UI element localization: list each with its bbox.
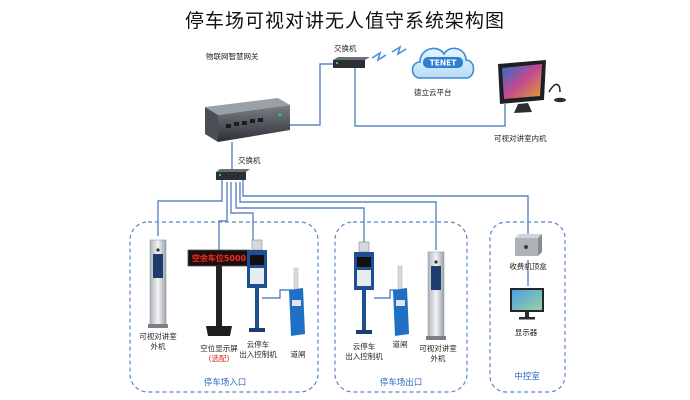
toll-box-device-icon xyxy=(515,234,542,256)
zone-control-room-label: 中控室 xyxy=(514,372,540,382)
zone-exit-label: 停车场出口 xyxy=(379,378,423,388)
exit-controller-label: 云停车 出入控制机 xyxy=(342,342,386,362)
link-gateway-switch-top xyxy=(262,63,333,126)
link-indoor-switch-top xyxy=(354,64,506,127)
exit-intercom-label-line2: 外机 xyxy=(430,354,446,363)
switch-top-icon xyxy=(333,57,370,68)
link-switch-entry-controller xyxy=(230,182,254,240)
zone-entrance-frame xyxy=(129,221,319,393)
zone-control-room-frame xyxy=(489,221,566,393)
monitor-label: 显示器 xyxy=(514,328,538,337)
link-exit-barrier xyxy=(374,289,396,299)
link-switch-entry-intercom xyxy=(157,180,223,236)
zone-entrance-label: 停车场入口 xyxy=(203,378,247,388)
indoor-unit-icon xyxy=(498,60,566,113)
entry-barrier-device-icon xyxy=(289,267,305,336)
entry-controller-label-line1: 云停车 xyxy=(246,340,270,349)
link-switch-led xyxy=(218,182,228,250)
entry-intercom-device-icon xyxy=(148,239,168,328)
entry-controller-device-icon xyxy=(247,239,267,332)
exit-intercom-device-icon xyxy=(426,251,446,340)
iot-gateway-device-icon xyxy=(205,98,290,142)
exit-intercom-label: 可视对讲室 外机 xyxy=(416,344,460,364)
entry-controller-label: 云停车 出入控制机 xyxy=(236,340,280,360)
link-switch-exit-intercom xyxy=(239,182,437,250)
iot-gateway-label: 物联网智慧网关 xyxy=(206,52,259,61)
space-display-led-text: 空余车位5000 xyxy=(192,253,247,263)
entry-controller-label-line2: 出入控制机 xyxy=(239,350,277,359)
space-display-label-line1: 空位显示屏 xyxy=(200,344,238,353)
exit-controller-label-line2: 出入控制机 xyxy=(345,352,383,361)
link-entry-barrier xyxy=(262,289,292,299)
cloud-platform-label: 德立云平台 xyxy=(414,88,452,97)
space-display-label: 空位显示屏 (选配) xyxy=(194,344,244,364)
switch-top-label: 交换机 xyxy=(334,44,357,53)
exit-barrier-device-icon xyxy=(393,265,409,336)
indoor-unit-label: 可视对讲室内机 xyxy=(494,134,547,143)
cloud-logo-text: TENET xyxy=(430,59,458,68)
entry-intercom-label-line2: 外机 xyxy=(150,342,166,351)
monitor-device-icon xyxy=(510,288,544,320)
space-display-optional-label: (选配) xyxy=(208,354,230,363)
entry-intercom-label-line1: 可视对讲室 xyxy=(139,332,177,341)
exit-intercom-label-line1: 可视对讲室 xyxy=(419,344,457,353)
toll-box-label: 收费机顶盒 xyxy=(509,262,547,271)
entry-barrier-label: 道闸 xyxy=(290,350,306,359)
exit-barrier-label: 道闸 xyxy=(392,340,408,349)
wireless-signal-icon xyxy=(371,45,407,62)
switch-mid-label: 交换机 xyxy=(238,156,261,165)
cloud-platform-icon xyxy=(411,47,475,79)
link-switch-exit-controller xyxy=(235,182,365,242)
switch-mid-icon xyxy=(216,169,250,180)
exit-controller-device-icon xyxy=(354,241,374,334)
zone-exit-frame xyxy=(334,221,468,393)
entry-intercom-label: 可视对讲室 外机 xyxy=(136,332,180,352)
link-switch-control-room xyxy=(242,178,529,236)
exit-controller-label-line1: 云停车 xyxy=(352,342,376,351)
diagram-title: 停车场可视对讲无人值守系统架构图 xyxy=(184,10,505,32)
space-display-device-icon xyxy=(187,249,251,336)
